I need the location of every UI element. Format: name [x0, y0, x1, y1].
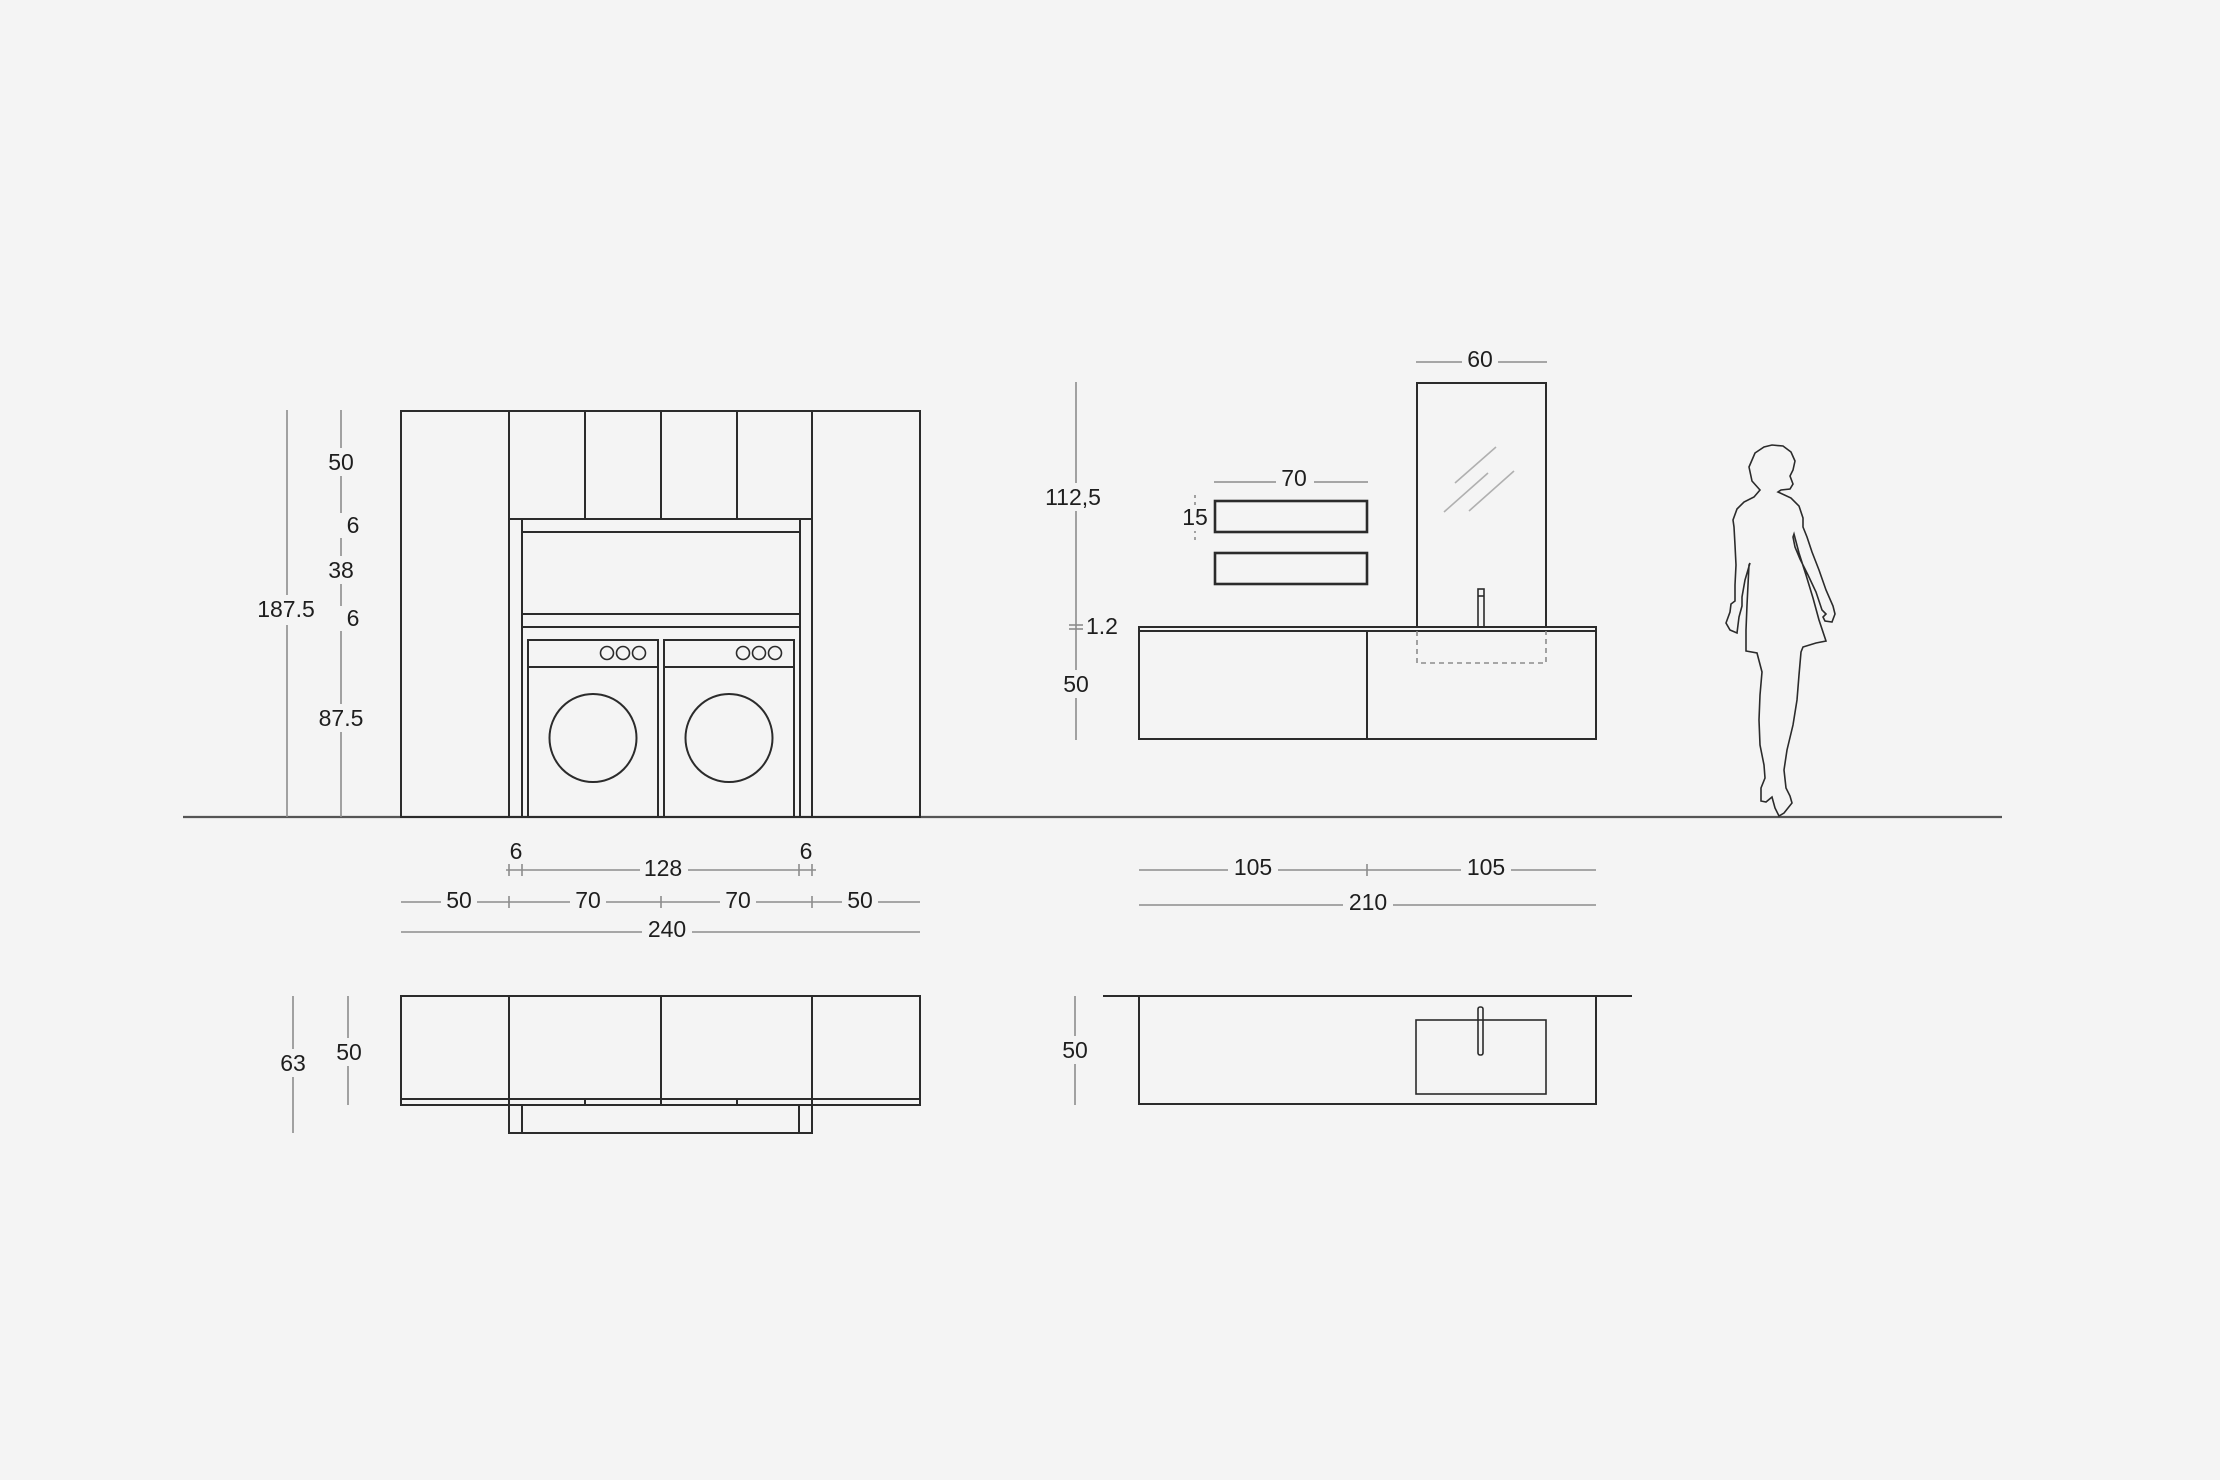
plan-faucet-icon [1477, 1006, 1484, 1056]
dim-left-module: 105 [1234, 854, 1272, 880]
washer-2 [663, 639, 795, 818]
dim-upper-cabinet: 50 [328, 449, 354, 475]
laundry-elevation [400, 410, 921, 818]
plan-washer-base [508, 1104, 813, 1134]
dim-top-thickness: 1.2 [1086, 613, 1118, 639]
dim-base-height: 50 [1063, 671, 1089, 697]
vanity-dimensions: 112,5 1.2 50 70 15 60 105 105 210 [1044, 346, 1596, 917]
dim-plan-cabinet-depth: 50 [336, 1039, 362, 1065]
dim-plan-depth: 50 [1062, 1037, 1088, 1063]
washer-1 [527, 639, 659, 818]
dim-gap-bottom: 6 [347, 605, 360, 631]
laundry-horizontal-dimensions: 6 128 6 50 70 70 50 240 [401, 838, 920, 946]
dim-washer-right: 70 [725, 887, 751, 913]
dim-side-left: 6 [510, 838, 523, 864]
dim-inner-width: 128 [644, 855, 682, 881]
faucet-icon [1477, 588, 1485, 628]
mirror-reflection-icon [1468, 470, 1515, 512]
knob-icon [615, 645, 631, 661]
dim-plan-total-depth: 63 [280, 1050, 306, 1076]
hidden-basin-outline [1416, 631, 1547, 664]
dim-wall-height: 112,5 [1045, 484, 1101, 510]
drum-door-icon [548, 693, 638, 783]
knob-icon [735, 645, 751, 661]
mirror-reflection-icon [1454, 446, 1497, 484]
knob-icon [751, 645, 767, 661]
laundry-vertical-dimensions: 187.5 50 6 38 6 87.5 [257, 410, 366, 817]
knob-icon [631, 645, 647, 661]
washer-body [527, 639, 659, 818]
dim-shelf-height: 15 [1182, 504, 1208, 530]
plan-vanity-outline [1138, 996, 1597, 1105]
washer-body [663, 639, 795, 818]
plan-sink [1415, 1019, 1547, 1095]
drum-door-icon [684, 693, 774, 783]
wall-shelf-2 [1213, 551, 1369, 586]
laundry-plan: 63 50 [276, 995, 921, 1134]
dim-open-shelf: 38 [328, 557, 354, 583]
dim-gap-top: 6 [347, 512, 360, 538]
mirror-reflection-icon [1443, 472, 1489, 513]
mirror [1416, 382, 1547, 628]
dim-total-height: 187.5 [257, 596, 315, 622]
dim-mirror-width: 60 [1467, 346, 1493, 372]
dim-total-width: 240 [648, 916, 686, 942]
human-silhouette-icon [1725, 444, 1836, 818]
wall-shelf-1 [1213, 499, 1369, 534]
dim-tall-right: 50 [847, 887, 873, 913]
vanity-plan: 50 [1058, 995, 1632, 1105]
dim-shelf-width: 70 [1281, 465, 1307, 491]
dim-side-right: 6 [800, 838, 813, 864]
knob-icon [767, 645, 783, 661]
dim-vanity-total: 210 [1349, 889, 1387, 915]
dim-right-module: 105 [1467, 854, 1505, 880]
dim-tall-left: 50 [446, 887, 472, 913]
dim-washer-height: 87.5 [319, 705, 364, 731]
knob-icon [599, 645, 615, 661]
vanity-elevation [1138, 382, 1597, 740]
dim-washer-left: 70 [575, 887, 601, 913]
